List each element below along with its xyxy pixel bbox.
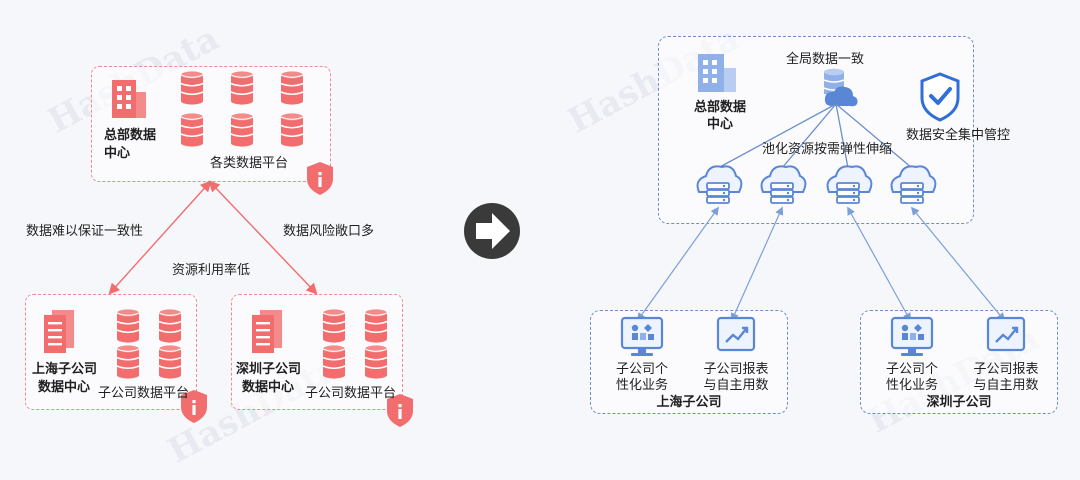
shanghai-biz-label: 子公司个 xyxy=(615,362,668,377)
cloud-server-icon xyxy=(760,165,807,204)
security-label: 数据安全集中管控 xyxy=(906,128,1011,143)
pool-link xyxy=(835,103,913,169)
database-icon xyxy=(364,344,388,380)
pool-link xyxy=(781,103,837,169)
right-hq-building-icon xyxy=(698,54,736,92)
database-icon xyxy=(180,112,204,148)
business-monitor-icon xyxy=(620,316,664,358)
shenzhen-report-label: 子公司报表 xyxy=(973,362,1039,377)
shenzhen-name: 深圳子公司 xyxy=(926,395,992,410)
left-hq-shield-icon xyxy=(307,162,333,195)
database-icon xyxy=(158,308,182,344)
link-server-shanghai xyxy=(730,206,784,322)
left-arrow-hq-shenzhen xyxy=(208,180,318,295)
report-chart-icon xyxy=(716,316,756,352)
cloud-server-icon xyxy=(826,165,873,204)
database-icon xyxy=(116,308,140,344)
shanghai-name: 上海子公司 xyxy=(656,395,722,410)
left-shenzhen-platform: 子公司数据平台 xyxy=(305,386,397,401)
global-consistency-label: 全局数据一致 xyxy=(786,52,865,67)
database-icon xyxy=(322,344,346,380)
database-icon xyxy=(280,70,304,106)
problem-risk: 数据风险敞口多 xyxy=(283,224,375,239)
cloud-database-icon xyxy=(823,68,858,107)
cloud-server-icon xyxy=(696,165,743,204)
shenzhen-biz-label: 性化业务 xyxy=(885,378,938,393)
database-icon xyxy=(158,344,182,380)
shenzhen-report-label: 与自主用数 xyxy=(973,378,1039,393)
left-shenzhen-doc-icon xyxy=(252,310,282,353)
database-icon xyxy=(180,70,204,106)
right-hq-title: 中心 xyxy=(707,117,734,132)
left-shanghai-doc-icon xyxy=(44,310,74,353)
shanghai-report-label: 与自主用数 xyxy=(703,378,769,393)
shanghai-report-label: 子公司报表 xyxy=(703,362,769,377)
right-hq-title: 总部数据 xyxy=(694,100,747,115)
problem-consistency: 数据难以保证一致性 xyxy=(26,224,144,239)
database-icon xyxy=(280,112,304,148)
business-monitor-icon xyxy=(890,316,934,358)
shanghai-biz-label: 性化业务 xyxy=(615,378,668,393)
left-shenzhen-title: 数据中心 xyxy=(242,380,295,395)
left-hq-title: 总部数据 xyxy=(104,128,157,143)
security-shield-icon xyxy=(920,72,960,122)
transition-arrow-icon xyxy=(464,203,520,259)
pool-link xyxy=(835,103,849,169)
left-shenzhen-title: 深圳子公司 xyxy=(236,362,302,377)
link-server-shenzhen xyxy=(847,206,911,322)
left-hq-building-icon xyxy=(112,80,146,118)
pool-label: 池化资源按需弹性伸缩 xyxy=(762,142,893,157)
left-arrow-hq-shanghai xyxy=(108,180,212,295)
left-shanghai-platform: 子公司数据平台 xyxy=(98,386,190,401)
left-hq-title: 中心 xyxy=(104,146,131,161)
database-icon xyxy=(116,344,140,380)
shenzhen-biz-label: 子公司个 xyxy=(885,362,938,377)
left-hq-platform: 各类数据平台 xyxy=(210,156,289,171)
left-shanghai-title: 上海子公司 xyxy=(32,362,98,377)
link-server-shanghai xyxy=(637,206,719,322)
database-icon xyxy=(364,308,388,344)
database-icon xyxy=(230,70,254,106)
problem-utilization: 资源利用率低 xyxy=(172,263,251,278)
database-icon xyxy=(322,308,346,344)
report-chart-icon xyxy=(986,316,1026,352)
left-shanghai-title: 数据中心 xyxy=(38,380,91,395)
pool-link xyxy=(717,103,837,169)
link-server-shenzhen xyxy=(910,206,1006,322)
cloud-server-icon xyxy=(890,165,937,204)
database-icon xyxy=(230,112,254,148)
